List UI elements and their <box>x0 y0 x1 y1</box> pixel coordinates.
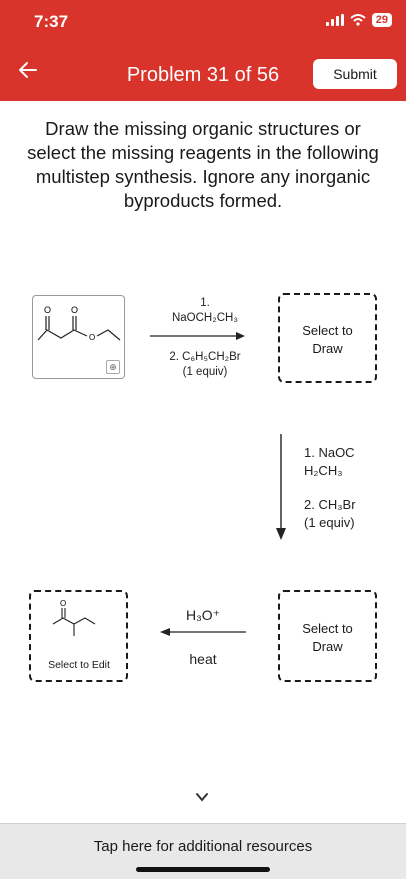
step1-reagents-lower[interactable]: 2. C₆H₅CH₂Br (1 equiv) <box>145 350 265 380</box>
instructions-text: Draw the missing organic structures or s… <box>27 118 379 211</box>
step2-line3: 2. CH₃Br <box>304 497 356 512</box>
step1-arrow <box>150 332 245 340</box>
step2-arrow <box>276 434 286 540</box>
status-time: 7:37 <box>34 12 69 31</box>
status-icons: 29 <box>325 13 392 27</box>
page-title: Problem 31 of 56 <box>126 64 280 86</box>
svg-text:O: O <box>44 305 51 315</box>
chevron-down-icon[interactable] <box>194 790 210 808</box>
app-header: 7:37 29 Problem 31 of 56 Submit <box>0 0 406 101</box>
product-box-label: Select to Edit <box>48 659 110 671</box>
svg-text:O: O <box>71 305 78 315</box>
draw-box-1-label: Select to Draw <box>302 323 353 356</box>
home-indicator <box>136 867 270 872</box>
wifi-icon <box>350 14 366 26</box>
step2-line1: 1. NaOC <box>304 445 355 460</box>
step2-line4: (1 equiv) <box>304 515 355 530</box>
resources-bar[interactable]: Tap here for additional resources <box>0 823 406 879</box>
draw-box-1[interactable]: Select to Draw <box>278 293 377 383</box>
step1-line1: 1. <box>200 297 210 309</box>
zoom-icon[interactable]: ⊕ <box>106 360 120 374</box>
step3-reagent-top[interactable]: H₃O⁺ <box>185 607 221 623</box>
draw-box-2[interactable]: Select to Draw <box>278 590 377 682</box>
submit-button[interactable]: Submit <box>313 59 397 89</box>
signal-icon <box>325 14 344 26</box>
draw-box-2-label: Select to Draw <box>302 621 353 654</box>
svg-text:O: O <box>89 333 95 342</box>
battery-icon: 29 <box>371 13 392 27</box>
step2-reagents[interactable]: 1. NaOC H₂CH₃ 2. CH₃Br (1 equiv) <box>304 444 384 532</box>
step1-line3: 2. C₆H₅CH₂Br <box>169 351 241 363</box>
step2-line2: H₂CH₃ <box>304 463 343 478</box>
starting-material-box[interactable]: O O O ⊕ <box>32 295 125 379</box>
starting-material-structure: O O O <box>37 305 121 342</box>
product-box[interactable]: O Select to Edit <box>29 590 128 682</box>
svg-text:O: O <box>60 599 66 608</box>
step3-reagent-bottom[interactable]: heat <box>189 651 217 667</box>
resources-link[interactable]: Tap here for additional resources <box>93 838 313 855</box>
back-arrow-icon[interactable] <box>14 58 42 84</box>
product-structure: O <box>52 599 96 636</box>
step1-line2: NaOCH₂CH₃ <box>171 312 238 324</box>
step1-line4: (1 equiv) <box>182 366 228 378</box>
step1-reagents[interactable]: 1. NaOCH₂CH₃ <box>150 296 260 326</box>
step3-arrow <box>160 628 246 636</box>
